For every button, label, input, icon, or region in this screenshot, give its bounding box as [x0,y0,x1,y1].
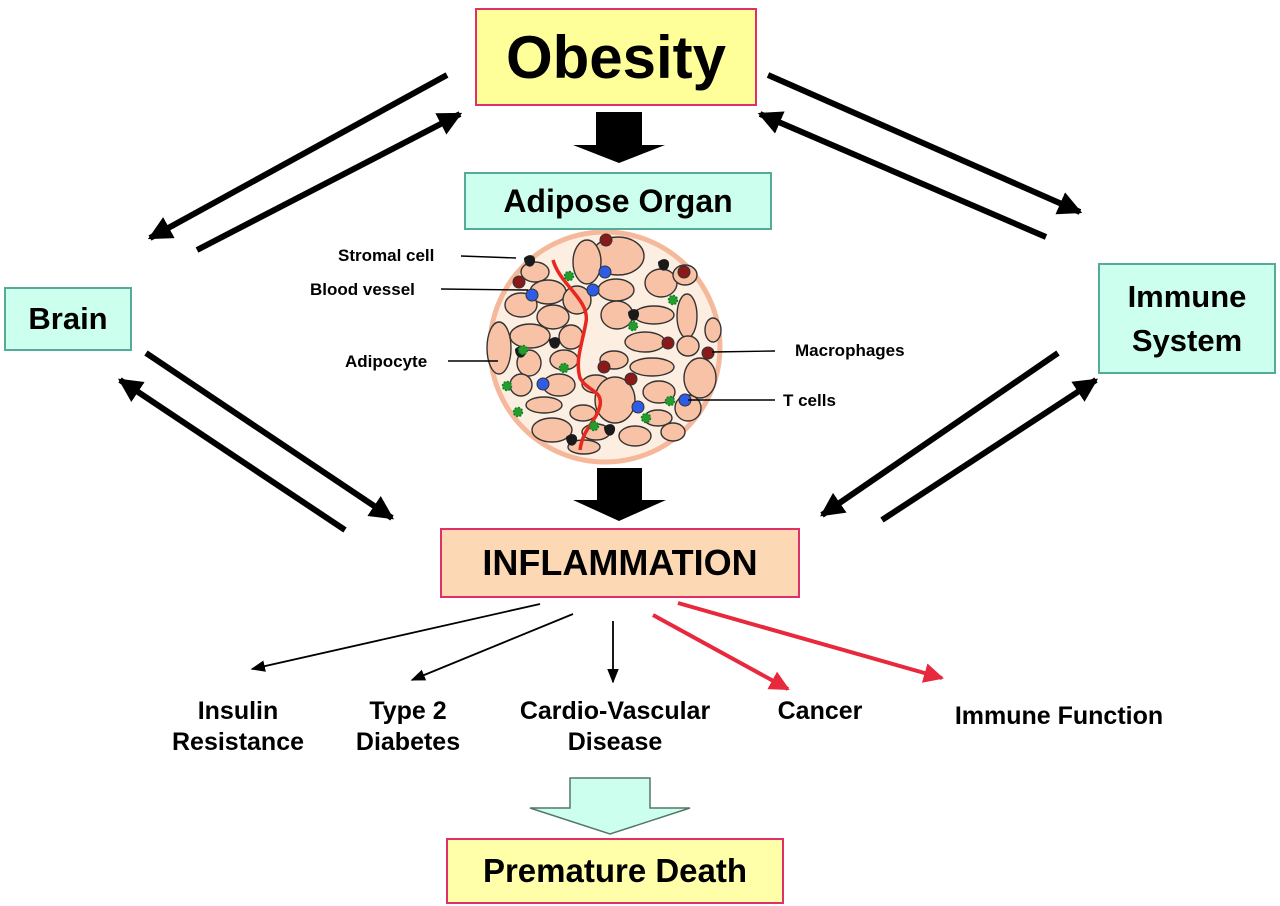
premature-death-node: Premature Death [446,838,784,904]
premature-death-label: Premature Death [482,852,748,889]
adipose-tissue-illustration [486,229,723,465]
t-cells-label: T cells [783,391,836,410]
type2-diabetes-label: Type 2 Diabetes [355,697,461,757]
arrow-obesity-to-immune [766,72,1083,215]
inflammation-label: INFLAMMATION [482,542,758,583]
obesity-node: Obesity [475,8,757,106]
adipose-organ-node: Adipose Organ [464,172,772,230]
arrow-immune-to-obesity [757,111,1048,240]
immune-function-label: Immune Function [954,702,1164,730]
arrow-inflammation-to-brain [118,377,347,533]
brain-label: Brain [28,301,108,336]
adipose-organ-label: Adipose Organ [503,182,733,219]
arrow-brain-to-inflammation [144,350,394,521]
arrow-brain-to-obesity [195,111,463,253]
arrow-to-cancer [652,613,790,691]
block-arrow-to-premature-death [529,777,691,835]
arrow-obesity-to-brain [147,72,449,241]
macrophages-label: Macrophages [795,341,905,360]
blood-vessel-label: Blood vessel [310,280,415,299]
inflammation-node: INFLAMMATION [440,528,800,598]
obesity-label: Obesity [505,23,727,91]
brain-node: Brain [4,287,132,351]
cancer-label: Cancer [777,697,863,725]
arrow-to-immune-function [677,601,944,683]
immune-system-node: Immune System [1098,263,1276,374]
stromal-cell-label: Stromal cell [338,246,435,265]
insulin-resistance-label: Insulin Resistance [171,697,305,757]
block-arrow-adipose-to-inflammation [573,468,666,521]
arrow-inflammation-to-immune [880,377,1099,523]
callout-lines [440,255,776,401]
arrow-to-insulin-resistance [250,603,541,672]
adipocyte-label: Adipocyte [345,352,428,371]
block-arrow-obesity-to-adipose [573,112,665,163]
immune-system-label: Immune System [1127,279,1247,358]
arrow-immune-to-inflammation [820,350,1060,518]
arrow-to-type2-diabetes [410,613,574,681]
cardiovascular-disease-label: Cardio-Vascular Disease [519,697,711,757]
